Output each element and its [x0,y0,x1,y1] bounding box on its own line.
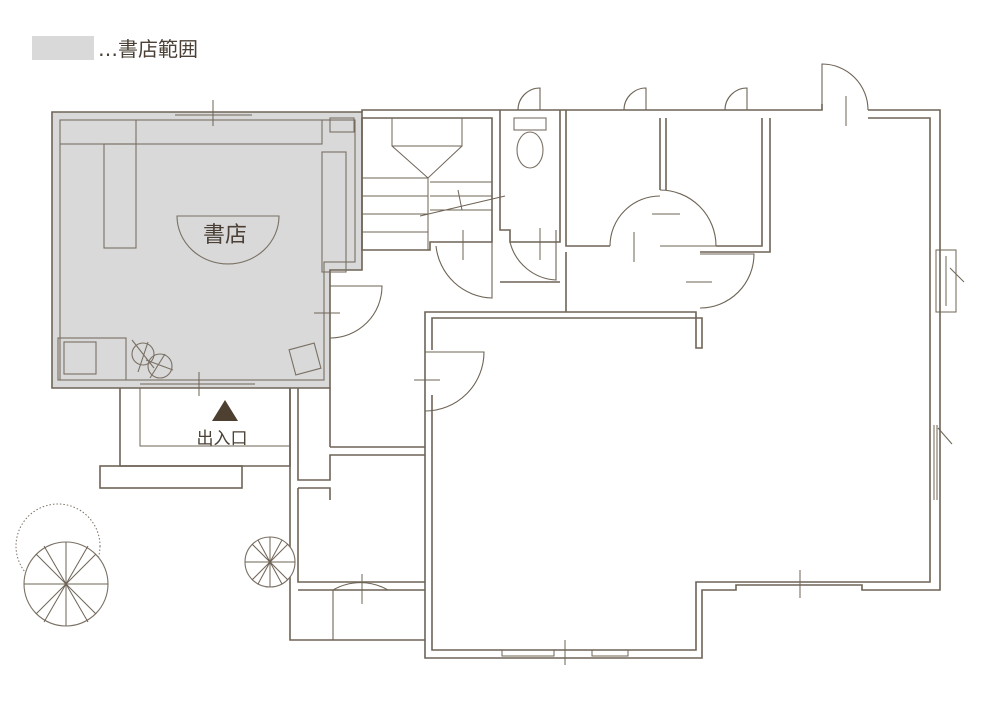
stair-door [435,230,493,299]
plant-icon [131,339,174,379]
staircase [361,117,506,251]
living-door [424,351,485,412]
corridor-walls [424,252,755,395]
legend-label: …書店範囲 [98,37,198,61]
bookstore-area [51,100,363,396]
bookstore-door [329,285,383,339]
closets [565,87,771,262]
outer-walls [361,104,965,665]
bookstore-label: 書店 [203,223,247,248]
entrance-porch [99,388,291,489]
main-door-top [821,63,869,111]
counter-semicircle [176,215,280,265]
toilet-room [499,87,561,281]
tree-large-icon [15,503,109,627]
legend-swatch [32,36,94,60]
lower-left-rooms [289,388,425,641]
entrance-marker-icon [212,400,238,421]
entrance-label: 出入口 [197,429,248,449]
tree-small-icon [244,536,296,588]
